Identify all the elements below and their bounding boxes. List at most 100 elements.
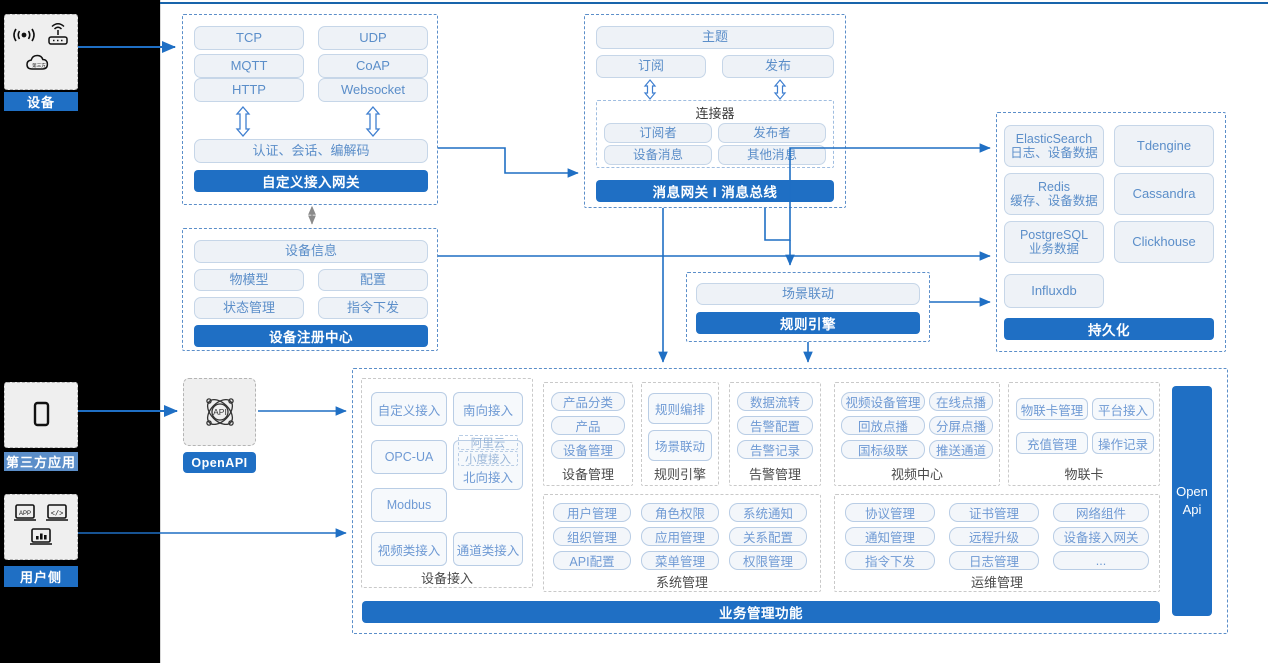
northbound-access-pill[interactable]: 阿里云 小度接入 北向接入 <box>453 435 523 490</box>
device-registry-footer: 设备注册中心 <box>194 325 428 347</box>
influxdb-pill[interactable]: Influxdb <box>1004 274 1104 308</box>
command-dispatch-pill[interactable]: 指令下发 <box>318 297 428 319</box>
certificate-management-pill[interactable]: 证书管理 <box>949 503 1039 522</box>
data-flow-pill[interactable]: 数据流转 <box>737 392 813 411</box>
third-party-app-icon-card <box>4 382 78 448</box>
connector-device-message[interactable]: 设备消息 <box>604 145 712 165</box>
video-access-pill[interactable]: 视频类接入 <box>371 532 447 566</box>
protocol-management-pill[interactable]: 协议管理 <box>845 503 935 522</box>
log-management-pill[interactable]: 日志管理 <box>949 551 1039 570</box>
connector-publisher[interactable]: 发布者 <box>718 123 826 143</box>
southbound-access-pill[interactable]: 南向接入 <box>453 392 523 426</box>
protocol-websocket[interactable]: Websocket <box>318 78 428 102</box>
protocol-mqtt[interactable]: MQTT <box>194 54 304 78</box>
openapi-vertical-bar[interactable]: Open Api <box>1172 386 1212 616</box>
aliyun-subpill[interactable]: 阿里云 <box>458 435 518 450</box>
config-pill[interactable]: 配置 <box>318 269 428 291</box>
org-management-pill[interactable]: 组织管理 <box>553 527 631 546</box>
device-info-pill[interactable]: 设备信息 <box>194 240 428 263</box>
remote-upgrade-pill[interactable]: 远程升级 <box>949 527 1039 546</box>
device-management-group <box>543 382 633 486</box>
product-pill[interactable]: 产品 <box>551 416 625 435</box>
recharge-management-pill[interactable]: 充值管理 <box>1016 432 1088 454</box>
user-side-label: 用户侧 <box>4 566 78 587</box>
app-management-pill[interactable]: 应用管理 <box>641 527 719 546</box>
auth-session-codec-pill[interactable]: 认证、会话、编解码 <box>194 139 428 163</box>
topic-pill[interactable]: 主题 <box>596 26 834 49</box>
postgresql-pill[interactable]: PostgreSQL 业务数据 <box>1004 221 1104 263</box>
ops-management-group <box>834 494 1160 592</box>
channel-access-pill[interactable]: 通道类接入 <box>453 532 523 566</box>
connector-subscriber[interactable]: 订阅者 <box>604 123 712 143</box>
iot-card-management-pill[interactable]: 物联卡管理 <box>1016 398 1088 420</box>
modbus-pill[interactable]: Modbus <box>371 488 447 522</box>
postgresql-desc: 业务数据 <box>1028 242 1079 256</box>
role-permission-pill[interactable]: 角色权限 <box>641 503 719 522</box>
state-management-pill[interactable]: 状态管理 <box>194 297 304 319</box>
protocol-coap[interactable]: CoAP <box>318 54 428 78</box>
relation-config-pill[interactable]: 关系配置 <box>729 527 807 546</box>
operation-record-pill[interactable]: 操作记录 <box>1092 432 1154 454</box>
user-side-icons-group: APP </> <box>14 504 68 545</box>
protocol-udp[interactable]: UDP <box>318 26 428 50</box>
system-management-title: 系统管理 <box>655 574 708 590</box>
connector-title: 连接器 <box>695 105 735 121</box>
rule-engine-footer: 规则引擎 <box>696 312 920 334</box>
device-management-pill[interactable]: 设备管理 <box>551 440 625 459</box>
video-device-management-pill[interactable]: 视频设备管理 <box>841 392 925 411</box>
menu-management-pill[interactable]: 菜单管理 <box>641 551 719 570</box>
top-accent-rule <box>160 2 1268 4</box>
command-dispatch-ops-pill[interactable]: 指令下发 <box>845 551 935 570</box>
protocol-tcp[interactable]: TCP <box>194 26 304 50</box>
video-center-title: 视频中心 <box>890 466 943 482</box>
api-atom-icon: API <box>205 398 234 426</box>
gb-cascade-pill[interactable]: 国标级联 <box>841 440 925 459</box>
protocol-http[interactable]: HTTP <box>194 78 304 102</box>
api-config-pill[interactable]: API配置 <box>553 551 631 570</box>
product-category-pill[interactable]: 产品分类 <box>551 392 625 411</box>
connector-other-message[interactable]: 其他消息 <box>718 145 826 165</box>
elasticsearch-name: ElasticSearch <box>1015 131 1093 146</box>
device-access-gateway-pill[interactable]: 设备接入网关 <box>1053 527 1149 546</box>
redis-pill[interactable]: Redis 缓存、设备数据 <box>1004 173 1104 215</box>
redis-desc: 缓存、设备数据 <box>1010 194 1098 208</box>
openapi-label: OpenAPI <box>183 452 256 473</box>
notification-management-pill[interactable]: 通知管理 <box>845 527 935 546</box>
alarm-management-group <box>729 382 821 486</box>
playback-vod-pill[interactable]: 回放点播 <box>841 416 925 435</box>
third-party-app-label: 第三方应用 <box>4 452 78 471</box>
opc-ua-pill[interactable]: OPC-UA <box>371 440 447 474</box>
publish-pill[interactable]: 发布 <box>722 55 834 78</box>
platform-access-pill[interactable]: 平台接入 <box>1092 398 1154 420</box>
elasticsearch-pill[interactable]: ElasticSearch 日志、设备数据 <box>1004 125 1104 167</box>
online-vod-pill[interactable]: 在线点播 <box>929 392 993 411</box>
xiaodu-access-subpill[interactable]: 小度接入 <box>458 451 518 466</box>
openapi-vertical-line1: Open <box>1176 484 1208 500</box>
mobile-phone-icon <box>33 401 50 427</box>
rule-engine-biz-group <box>641 382 719 486</box>
business-management-group <box>352 368 1228 634</box>
user-management-pill[interactable]: 用户管理 <box>553 503 631 522</box>
alarm-config-pill[interactable]: 告警配置 <box>737 416 813 435</box>
thing-model-pill[interactable]: 物模型 <box>194 269 304 291</box>
persistence-footer: 持久化 <box>1004 318 1214 340</box>
cassandra-pill[interactable]: Cassandra <box>1114 173 1214 215</box>
alarm-record-pill[interactable]: 告警记录 <box>737 440 813 459</box>
scene-linkage-biz-pill[interactable]: 场景联动 <box>648 430 712 461</box>
device-management-title: 设备管理 <box>561 466 614 482</box>
tdengine-pill[interactable]: Tdengine <box>1114 125 1214 167</box>
subscribe-pill[interactable]: 订阅 <box>596 55 706 78</box>
split-screen-vod-pill[interactable]: 分屏点播 <box>929 416 993 435</box>
rule-orchestration-pill[interactable]: 规则编排 <box>648 393 712 424</box>
network-component-pill[interactable]: 网络组件 <box>1053 503 1149 522</box>
custom-access-gateway-footer: 自定义接入网关 <box>194 170 428 192</box>
push-channel-pill[interactable]: 推送通道 <box>929 440 993 459</box>
clickhouse-pill[interactable]: Clickhouse <box>1114 221 1214 263</box>
system-notification-pill[interactable]: 系统通知 <box>729 503 807 522</box>
custom-access-pill[interactable]: 自定义接入 <box>371 392 447 426</box>
rule-engine-biz-title: 规则引擎 <box>653 466 706 482</box>
more-pill[interactable]: ... <box>1053 551 1149 570</box>
scene-linkage-pill[interactable]: 场景联动 <box>696 283 920 305</box>
video-center-group <box>834 382 1000 486</box>
permission-management-pill[interactable]: 权限管理 <box>729 551 807 570</box>
